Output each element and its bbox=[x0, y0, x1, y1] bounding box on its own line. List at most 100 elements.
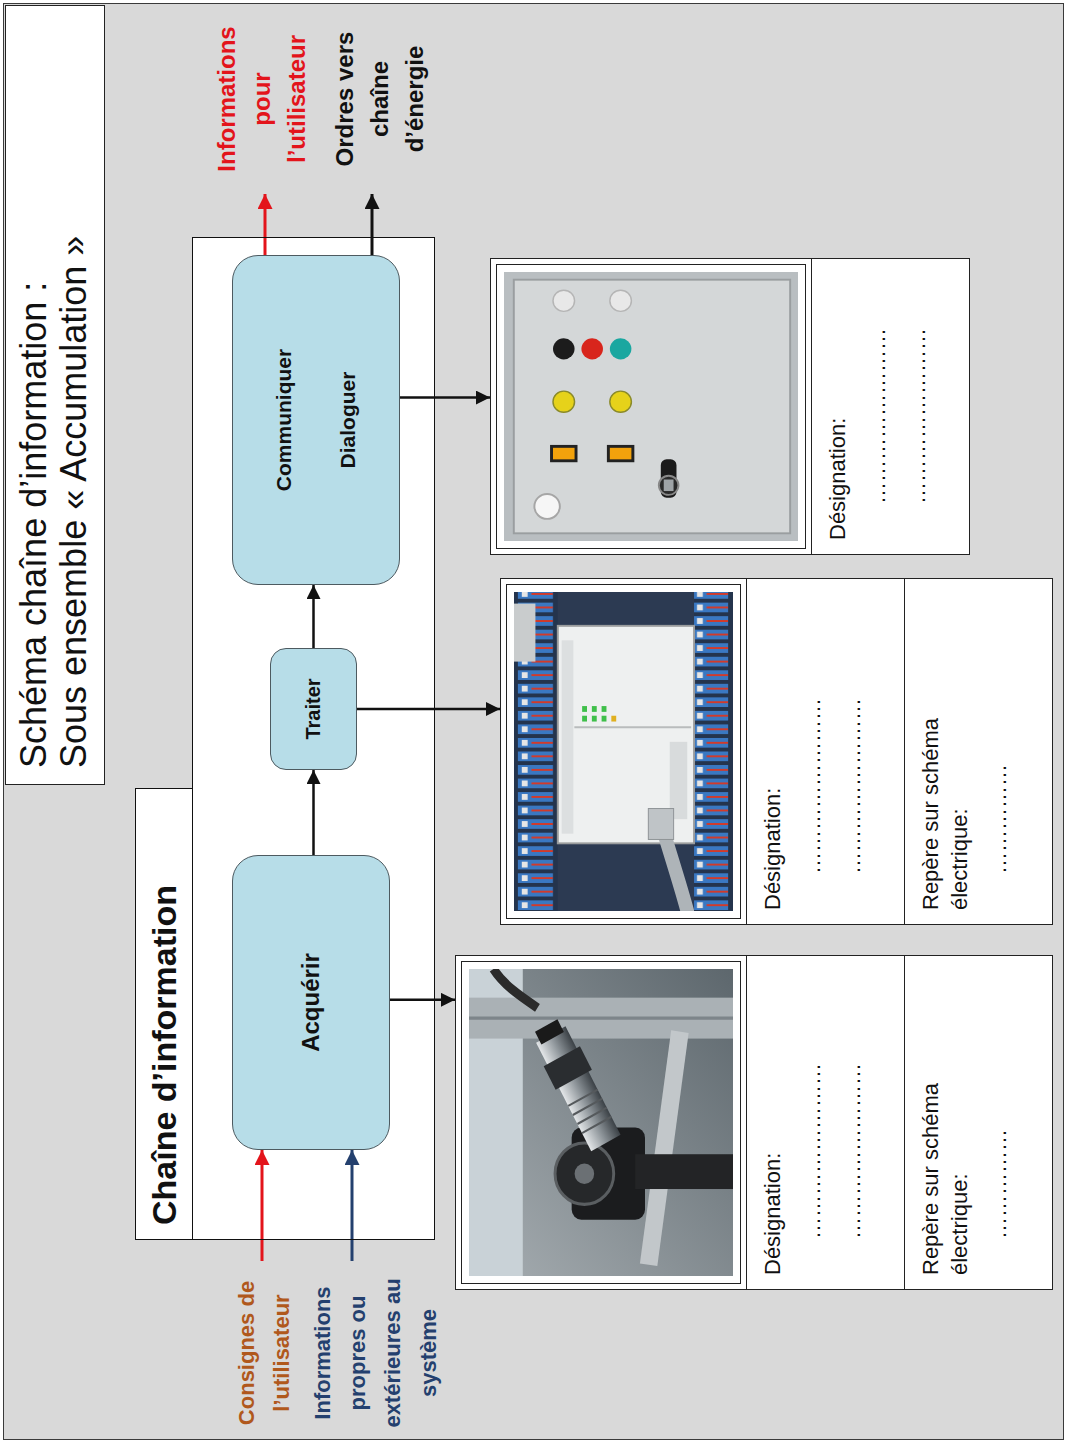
component-card: Désignation: …………………… …………………… Repère sur s… bbox=[455, 955, 1053, 1290]
chain-panel: Chaîne d’information Acquérir Traiter Commu… bbox=[135, 237, 435, 1240]
fill-in-dots: …………………… bbox=[838, 593, 869, 874]
field-label: Repère sur schéma électrique: bbox=[917, 660, 974, 910]
control-panel-photo bbox=[504, 272, 798, 541]
panel-heading: Chaîne d’information bbox=[145, 885, 184, 1225]
drawing-part bbox=[553, 338, 575, 359]
drawing-part bbox=[553, 391, 575, 412]
photo-frame bbox=[506, 584, 741, 919]
photo-slot bbox=[491, 259, 811, 554]
drawing-part bbox=[535, 1019, 564, 1044]
input-arrow bbox=[261, 1150, 264, 1261]
label-holder: Informations pour l’utilisateur bbox=[210, 7, 314, 191]
drawing-part bbox=[544, 1046, 592, 1090]
drawing-part bbox=[670, 742, 688, 819]
drawing-part bbox=[648, 809, 673, 840]
drawing-part bbox=[514, 592, 558, 911]
field-label: Désignation: bbox=[824, 273, 853, 540]
fill-in-dots: …………………… bbox=[798, 593, 829, 874]
flow-connector bbox=[312, 770, 315, 855]
sensor-photo bbox=[469, 969, 733, 1276]
fill-in-dots: …………………… bbox=[863, 273, 894, 504]
label-holder: Ordres vers chaîne d’énergie bbox=[328, 7, 432, 191]
drawing-part bbox=[659, 476, 679, 495]
flow-label: Ordres vers chaîne d’énergie bbox=[328, 7, 432, 191]
drawing-part bbox=[610, 391, 632, 412]
drawing-part bbox=[469, 1017, 733, 1020]
function-label: Communiquer bbox=[272, 349, 296, 491]
drawing-part bbox=[568, 1090, 597, 1106]
drawing-part bbox=[514, 280, 790, 534]
component-card: Désignation: …………………… …………………… Repère sur s… bbox=[500, 578, 1053, 925]
fill-in-dots: …………………… bbox=[903, 273, 934, 504]
flow-connector bbox=[357, 708, 500, 711]
drawing-part bbox=[469, 969, 733, 1276]
function-box: Acquérir bbox=[232, 855, 390, 1150]
input-arrow bbox=[351, 1150, 354, 1261]
photo-slot bbox=[456, 956, 746, 1289]
drawing-part bbox=[610, 448, 632, 460]
drawing-part bbox=[562, 640, 574, 833]
fill-in-dots: …………………… bbox=[798, 970, 829, 1239]
flow-label: Consignes de l’utilisateur bbox=[229, 1266, 299, 1440]
table-cell: Désignation: …………………… …………………… bbox=[746, 579, 904, 924]
flow-label: Informations propres ou extérieures au s… bbox=[305, 1266, 446, 1440]
drawing-part bbox=[575, 1163, 595, 1183]
drawing-part bbox=[582, 716, 587, 722]
drawing-part bbox=[555, 1143, 614, 1204]
drawing-part bbox=[582, 706, 587, 712]
drawing-part bbox=[602, 706, 607, 712]
drawing-part bbox=[607, 445, 634, 462]
component-card: Désignation: …………………… …………………… bbox=[490, 258, 970, 555]
drawing-part bbox=[610, 338, 632, 359]
table-cell: Repère sur schéma électrique: …………… bbox=[904, 579, 1052, 924]
field-label: Désignation: bbox=[759, 970, 788, 1275]
function-label: Traiter bbox=[302, 678, 325, 739]
drawing-part bbox=[469, 998, 733, 1039]
panel-heading-tab: Chaîne d’information bbox=[135, 788, 193, 1240]
photo-slot bbox=[501, 579, 746, 924]
diagram-title: Schéma chaîne d’information : Sous ensem… bbox=[14, 203, 95, 768]
fill-in-dots: …………………… bbox=[838, 970, 869, 1239]
output-arrow bbox=[371, 194, 374, 255]
photo-frame bbox=[496, 264, 806, 549]
drawing-part bbox=[534, 494, 559, 519]
drawing-part bbox=[553, 290, 575, 311]
drawing-part bbox=[635, 1154, 733, 1189]
drawing-part bbox=[536, 1026, 620, 1151]
drawing-part bbox=[574, 726, 691, 728]
drawing-part bbox=[602, 716, 607, 722]
drawing-part bbox=[610, 290, 632, 311]
flow-label: Informations pour l’utilisateur bbox=[210, 7, 314, 191]
title-box: Schéma chaîne d’information : Sous ensem… bbox=[5, 5, 105, 785]
drawing-part bbox=[611, 716, 616, 722]
function-label: Acquérir bbox=[297, 953, 325, 1052]
photo-frame bbox=[461, 961, 741, 1284]
drawing-part bbox=[592, 716, 597, 722]
function-box: Traiter bbox=[270, 648, 357, 770]
panel-ground bbox=[193, 237, 435, 1240]
drawing-part bbox=[558, 626, 694, 843]
function-label: Dialoguer bbox=[336, 372, 360, 469]
drawing-part bbox=[504, 272, 798, 541]
field-label: Désignation: bbox=[759, 593, 788, 910]
drawing-part bbox=[550, 445, 577, 462]
flow-connector bbox=[390, 999, 455, 1002]
flow-connector bbox=[400, 396, 490, 399]
output-arrow bbox=[264, 194, 267, 255]
flow-connector bbox=[312, 585, 315, 648]
table-cell: Repère sur schéma électrique: …………… bbox=[904, 956, 1052, 1289]
drawing-part bbox=[581, 338, 603, 359]
drawing-part bbox=[493, 969, 537, 1008]
drawing-part bbox=[514, 592, 733, 911]
drawing-part bbox=[553, 448, 575, 460]
drawing-part bbox=[592, 706, 597, 712]
table-cell: Désignation: …………………… …………………… bbox=[746, 956, 904, 1289]
fill-in-dots: …………… bbox=[984, 970, 1015, 1239]
field-label: Repère sur schéma électrique: bbox=[917, 1025, 974, 1275]
plc-photo bbox=[514, 592, 733, 911]
drawing-part bbox=[640, 1030, 689, 1266]
table-cell: Désignation: …………………… …………………… bbox=[811, 259, 969, 554]
function-box: Communiquer Dialoguer bbox=[232, 255, 400, 585]
fill-in-dots: …………… bbox=[984, 593, 1015, 874]
